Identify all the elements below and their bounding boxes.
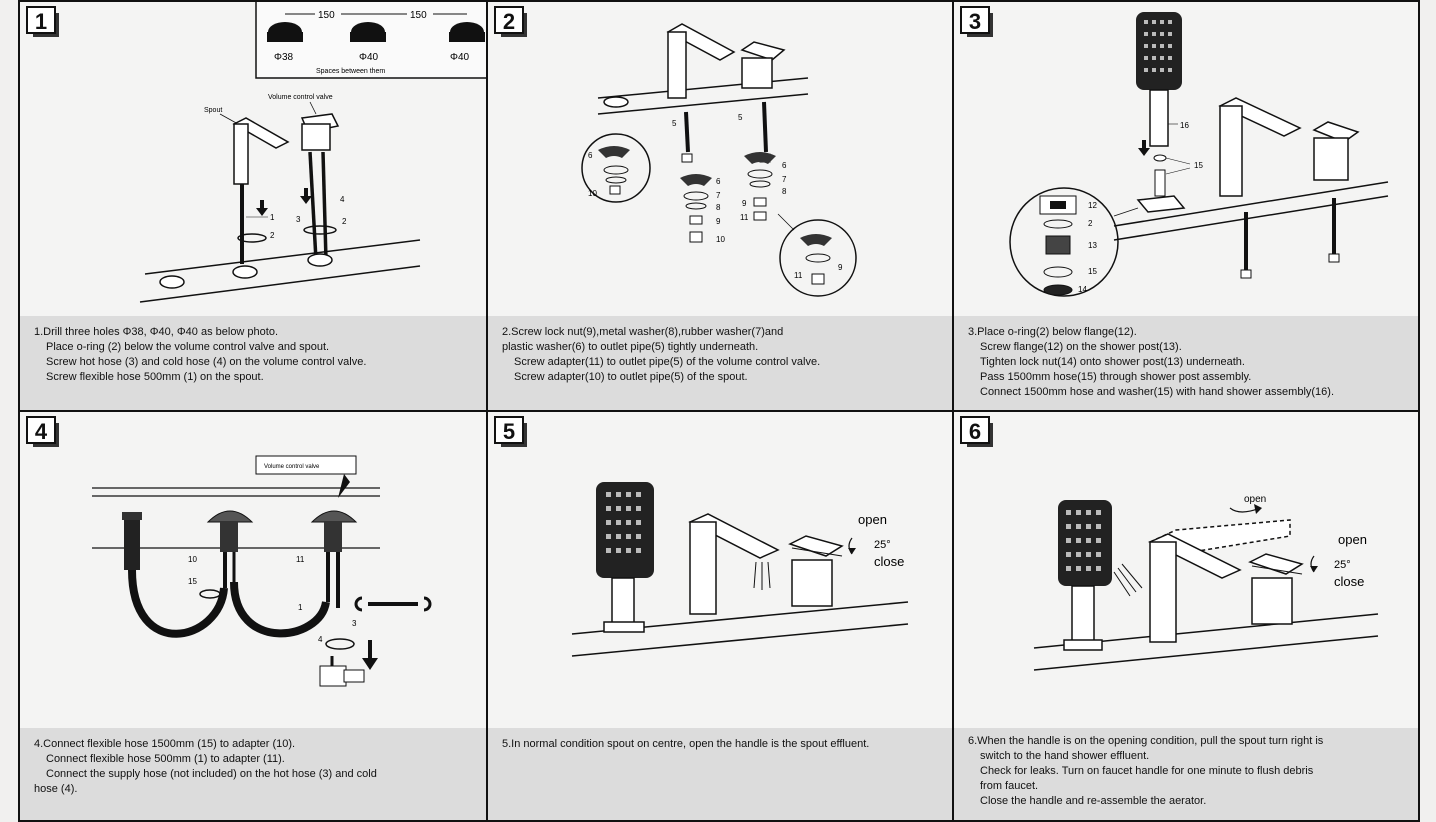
svg-text:5: 5 [738,113,743,122]
step-4-panel: 4 Volume control valve 10 15 11 1 3 4 [18,410,488,822]
step-5-panel: 5 open 25° close 5. [486,410,954,822]
svg-text:11: 11 [296,555,305,564]
svg-text:6: 6 [782,161,787,170]
svg-text:15: 15 [188,577,197,586]
hole-40-label-a: Φ40 [359,52,379,63]
step-5-caption: 5.In normal condition spout on centre, o… [488,728,952,820]
step-6-illustration: open open 25° close [1033,494,1379,671]
caption-line: plastic washer(6) to outlet pipe(5) tigh… [502,341,759,353]
caption-line: 6.When the handle is on the opening cond… [968,735,1324,747]
step-number: 4 [26,416,59,447]
caption-line: Tighten lock nut(14) onto shower post(13… [980,356,1245,368]
step-6-caption: 6.When the handle is on the opening cond… [954,728,1418,820]
caption-line: 4.Connect flexible hose 1500mm (15) to a… [34,738,296,750]
svg-text:15: 15 [1088,267,1097,276]
svg-text:7: 7 [716,191,721,200]
step-3-panel: 3 16 15 [952,0,1420,412]
svg-text:9: 9 [716,217,721,226]
caption-line: Screw flexible hose 500mm (1) on the spo… [46,371,264,383]
caption-line: Connect flexible hose 500mm (1) to adapt… [46,753,285,765]
open-label: open [858,512,887,527]
svg-text:9: 9 [838,263,843,272]
svg-text:13: 13 [1088,241,1097,250]
caption-line: Screw flange(12) on the shower post(13). [980,341,1182,353]
spacing-label: Spaces between them [316,68,385,75]
step-1-caption: 1.Drill three holes Φ38, Φ40, Φ40 as bel… [20,316,486,410]
caption-line: switch to the hand shower effluent. [980,750,1150,762]
caption-line: from faucet. [980,780,1039,792]
svg-text:6: 6 [588,151,593,160]
svg-text:15: 15 [1194,161,1203,170]
caption-line: Screw adapter(11) to outlet pipe(5) of t… [514,356,821,368]
caption-line: Place o-ring (2) below the volume contro… [46,341,330,353]
open-top-label: open [1244,494,1266,505]
step-3-caption: 3.Place o-ring(2) below flange(12). Scre… [954,316,1418,410]
step-2-illustration: 5 5 6 10 6 7 8 9 11 6 7 8 9 10 [581,23,857,297]
step-2-caption: 2.Screw lock nut(9),metal washer(8),rubb… [488,316,952,410]
caption-line: Check for leaks. Turn on faucet handle f… [980,765,1314,777]
step-5-illustration: open 25° close [571,482,909,657]
svg-text:9: 9 [742,199,747,208]
svg-text:2: 2 [342,217,347,226]
step-2-panel: 2 5 5 6 10 6 7 8 9 11 [486,0,954,412]
dim-150-b: 150 [410,10,427,21]
close-label: close [1334,574,1364,589]
valve-label: Volume control valve [264,464,320,470]
svg-text:14: 14 [1078,285,1087,294]
svg-text:11: 11 [740,213,749,222]
svg-text:8: 8 [782,187,787,196]
step-1-illustration: 150 150 Φ38 Φ40 Φ40 Spaces between them … [139,2,486,303]
svg-text:10: 10 [188,555,197,564]
hole-40-label-b: Φ40 [450,52,470,63]
step-6-panel: 6 open open 25 [952,410,1420,822]
angle-label: 25° [1334,559,1351,571]
svg-text:10: 10 [716,235,725,244]
caption-line: Connect 1500mm hose and washer(15) with … [980,386,1335,398]
svg-text:5: 5 [672,119,677,128]
caption-line: 3.Place o-ring(2) below flange(12). [968,326,1137,338]
svg-text:1: 1 [298,603,303,612]
spout-label: Spout [204,107,222,114]
svg-text:11: 11 [794,271,803,280]
caption-line: Connect the supply hose (not included) o… [46,768,377,780]
caption-line: Pass 1500mm hose(15) through shower post… [980,371,1252,383]
open-label: open [1338,532,1367,547]
svg-text:3: 3 [352,619,357,628]
svg-text:4: 4 [318,635,323,644]
svg-text:1: 1 [270,213,275,222]
svg-text:2: 2 [1088,219,1093,228]
angle-label: 25° [874,539,891,551]
hole-38-label: Φ38 [274,52,294,63]
step-4-illustration: Volume control valve 10 15 11 1 3 4 [92,455,432,687]
dim-150-a: 150 [318,10,335,21]
svg-text:7: 7 [782,175,787,184]
svg-text:2: 2 [270,231,275,240]
svg-text:6: 6 [716,177,721,186]
caption-line: 5.In normal condition spout on centre, o… [502,738,870,750]
step-4-caption: 4.Connect flexible hose 1500mm (15) to a… [20,728,486,820]
caption-line: Screw hot hose (3) and cold hose (4) on … [46,356,367,368]
caption-line: Close the handle and re-assemble the aer… [980,795,1207,807]
svg-text:4: 4 [340,195,345,204]
caption-line: Screw adapter(10) to outlet pipe(5) of t… [514,371,748,383]
svg-text:12: 12 [1088,201,1097,210]
step-3-illustration: 16 15 12 2 13 15 14 [1009,12,1389,297]
step-number: 5 [494,416,527,447]
svg-text:10: 10 [588,189,597,198]
caption-line: hose (4). [34,783,78,795]
svg-text:16: 16 [1180,121,1189,130]
close-label: close [874,554,904,569]
svg-text:3: 3 [296,215,301,224]
step-1-panel: 1 150 150 Φ38 Φ40 Φ40 Spaces between the… [18,0,488,412]
svg-text:8: 8 [716,203,721,212]
caption-line: 2.Screw lock nut(9),metal washer(8),rubb… [502,326,784,338]
valve-label: Volume control valve [268,94,333,101]
caption-line: 1.Drill three holes Φ38, Φ40, Φ40 as bel… [34,326,279,338]
